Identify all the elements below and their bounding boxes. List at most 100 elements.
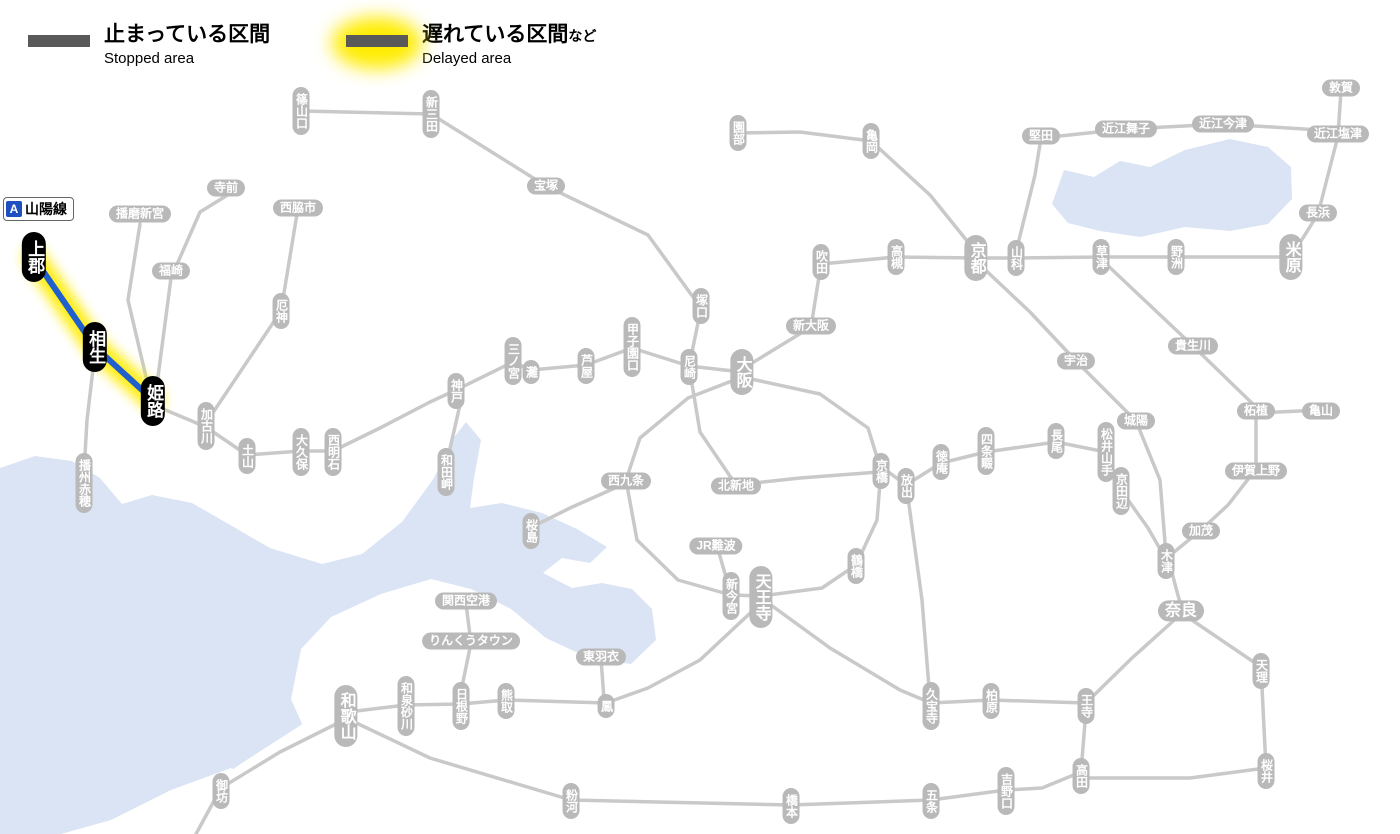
station-pill-stopped[interactable]: 相生 bbox=[82, 322, 108, 372]
station-pill[interactable]: 天理 bbox=[1252, 653, 1270, 689]
station-pill[interactable]: 長浜 bbox=[1298, 204, 1338, 222]
station-pill[interactable]: 堅田 bbox=[1021, 127, 1061, 145]
station-pill[interactable]: 久宝寺 bbox=[922, 682, 940, 730]
station-pill[interactable]: 和歌山 bbox=[334, 685, 358, 747]
legend-stopped: 止まっている区間 Stopped area bbox=[28, 18, 270, 67]
station-pill[interactable]: 京橋 bbox=[872, 453, 890, 489]
water-area bbox=[0, 422, 656, 834]
station-pill[interactable]: 園部 bbox=[729, 115, 747, 151]
station-pill[interactable]: 米原 bbox=[1279, 234, 1303, 280]
station-pill[interactable]: 御坊 bbox=[212, 773, 230, 809]
station-pill[interactable]: 新今宮 bbox=[722, 572, 740, 620]
station-pill[interactable]: 尼崎 bbox=[680, 349, 698, 385]
station-pill[interactable]: 播磨新宮 bbox=[108, 205, 172, 223]
station-pill[interactable]: 近江舞子 bbox=[1094, 120, 1158, 138]
station-pill[interactable]: 橋本 bbox=[782, 788, 800, 824]
station-pill[interactable]: 宇治 bbox=[1056, 352, 1096, 370]
station-pill[interactable]: 新三田 bbox=[422, 90, 440, 138]
station-pill[interactable]: 天王寺 bbox=[749, 566, 773, 628]
station-pill[interactable]: 熊取 bbox=[497, 683, 515, 719]
station-pill-stopped[interactable]: 姫路 bbox=[140, 376, 166, 426]
stopped-bar-swatch bbox=[28, 34, 90, 52]
rail-line-osaka-higashi bbox=[905, 488, 932, 702]
station-pill[interactable]: 塚口 bbox=[692, 288, 710, 324]
station-pill[interactable]: 甲子園口 bbox=[623, 317, 641, 377]
station-pill[interactable]: 長尾 bbox=[1047, 423, 1065, 459]
station-pill[interactable]: 三ノ宮 bbox=[504, 337, 522, 385]
legend-delayed-label: 遅れている区間など bbox=[422, 23, 597, 46]
station-pill[interactable]: JR難波 bbox=[689, 537, 743, 555]
line-badge-sanyo[interactable]: A 山陽線 bbox=[3, 197, 74, 221]
station-pill[interactable]: 木津 bbox=[1157, 543, 1175, 579]
station-pill[interactable]: 加古川 bbox=[197, 402, 215, 450]
station-pill[interactable]: 宝塚 bbox=[526, 177, 566, 195]
station-pill[interactable]: 和泉砂川 bbox=[397, 676, 415, 736]
legend-delayed-sublabel: Delayed area bbox=[422, 50, 512, 67]
rail-line-bantan bbox=[154, 194, 228, 394]
station-pill[interactable]: 新大阪 bbox=[785, 317, 837, 335]
station-pill[interactable]: 五条 bbox=[922, 783, 940, 819]
station-pill[interactable]: 野洲 bbox=[1167, 239, 1185, 275]
station-pill[interactable]: 柏原 bbox=[982, 683, 1000, 719]
station-pill[interactable]: りんくうタウン bbox=[422, 632, 520, 650]
station-pill[interactable]: 寺前 bbox=[206, 179, 246, 197]
station-pill-stopped[interactable]: 上郡 bbox=[21, 232, 47, 282]
station-pill[interactable]: 京田辺 bbox=[1112, 467, 1130, 515]
station-pill[interactable]: 貴生川 bbox=[1167, 337, 1219, 355]
rail-line-yamatoji bbox=[762, 598, 1183, 705]
station-pill[interactable]: 吹田 bbox=[812, 244, 830, 280]
water-area bbox=[1052, 139, 1292, 237]
line-badge-name: 山陽線 bbox=[25, 201, 67, 217]
station-pill[interactable]: 城陽 bbox=[1116, 412, 1156, 430]
station-pill[interactable]: 北新地 bbox=[710, 477, 762, 495]
station-pill[interactable]: 鳳 bbox=[597, 694, 615, 718]
station-pill[interactable]: 高槻 bbox=[887, 239, 905, 275]
station-pill[interactable]: 粉河 bbox=[562, 783, 580, 819]
rail-line-yumesaki bbox=[530, 482, 626, 529]
legend-stopped-label: 止まっている区間 bbox=[104, 23, 271, 46]
station-pill[interactable]: 大阪 bbox=[730, 349, 754, 395]
station-pill[interactable]: 芦屋 bbox=[577, 348, 595, 384]
station-pill[interactable]: 奈良 bbox=[1157, 600, 1205, 622]
station-pill[interactable]: 伊賀上野 bbox=[1224, 462, 1288, 480]
rail-line-hagoromo bbox=[599, 657, 606, 701]
station-pill[interactable]: 亀山 bbox=[1301, 402, 1341, 420]
station-pill[interactable]: 近江塩津 bbox=[1306, 125, 1370, 143]
station-pill[interactable]: 西九条 bbox=[600, 472, 652, 490]
station-pill[interactable]: 松井山手 bbox=[1097, 422, 1115, 482]
station-pill[interactable]: 柘植 bbox=[1236, 402, 1276, 420]
station-pill[interactable]: 桜島 bbox=[522, 513, 540, 549]
station-pill[interactable]: 山科 bbox=[1007, 240, 1025, 276]
station-pill[interactable]: 敦賀 bbox=[1321, 79, 1361, 97]
station-pill[interactable]: 桜井 bbox=[1257, 753, 1275, 789]
station-pill[interactable]: 草津 bbox=[1092, 239, 1110, 275]
station-pill[interactable]: 鶴橋 bbox=[847, 548, 865, 584]
station-pill[interactable]: 高田 bbox=[1072, 758, 1090, 794]
station-pill[interactable]: 吉野口 bbox=[997, 767, 1015, 815]
station-pill[interactable]: 福崎 bbox=[151, 262, 191, 280]
station-pill[interactable]: 播州赤穂 bbox=[75, 453, 93, 513]
station-pill[interactable]: 篠山口 bbox=[292, 87, 310, 135]
station-pill[interactable]: 徳庵 bbox=[932, 444, 950, 480]
station-pill[interactable]: 土山 bbox=[238, 438, 256, 474]
station-pill[interactable]: 亀岡 bbox=[862, 123, 880, 159]
station-pill[interactable]: 西明石 bbox=[324, 428, 342, 476]
station-pill[interactable]: 加茂 bbox=[1181, 522, 1221, 540]
legend-delayed-suffix: など bbox=[568, 28, 597, 44]
station-pill[interactable]: 京都 bbox=[964, 235, 988, 281]
station-pill[interactable]: 西脇市 bbox=[272, 199, 324, 217]
station-pill[interactable]: 大久保 bbox=[292, 428, 310, 476]
station-pill[interactable]: 四条畷 bbox=[977, 427, 995, 475]
station-pill[interactable]: 厄神 bbox=[272, 293, 290, 329]
station-pill[interactable]: 近江今津 bbox=[1191, 115, 1255, 133]
station-pill[interactable]: 王寺 bbox=[1077, 688, 1095, 724]
station-pill[interactable]: 神戸 bbox=[447, 373, 465, 409]
station-pill[interactable]: 灘 bbox=[522, 360, 540, 384]
station-pill[interactable]: 日根野 bbox=[452, 682, 470, 730]
station-pill[interactable]: 東羽衣 bbox=[575, 648, 627, 666]
station-pill[interactable]: 和田岬 bbox=[437, 448, 455, 496]
station-pill[interactable]: 関西空港 bbox=[434, 592, 498, 610]
station-pill[interactable]: 放出 bbox=[897, 468, 915, 504]
